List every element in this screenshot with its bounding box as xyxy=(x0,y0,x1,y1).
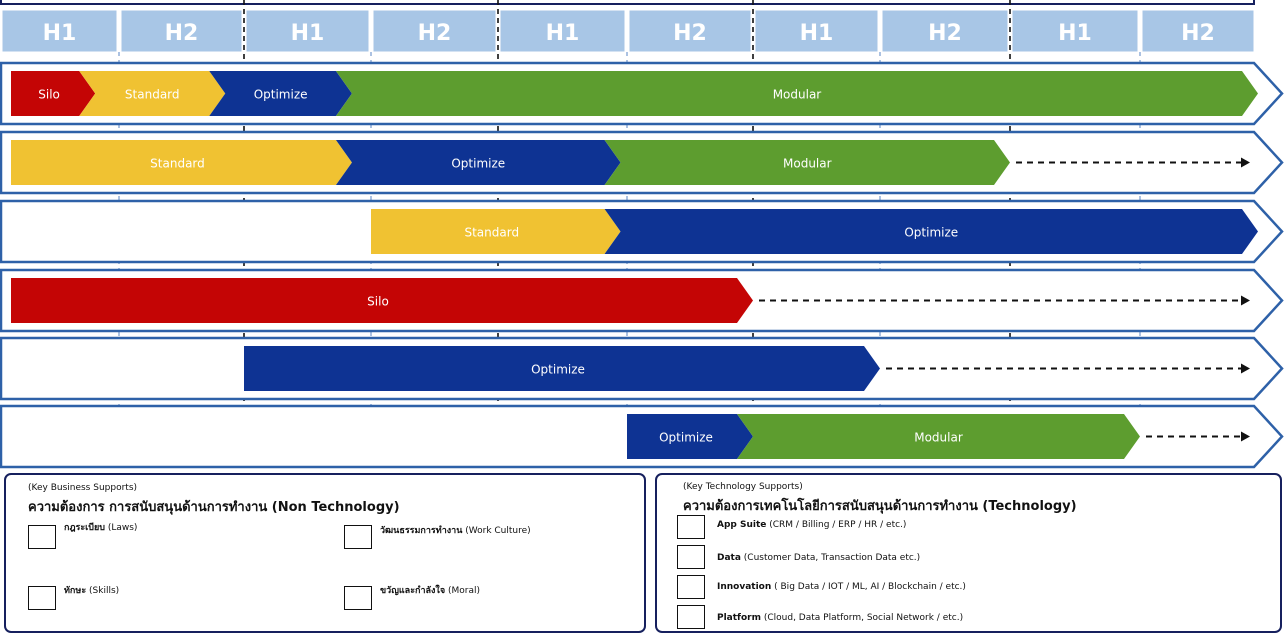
roadmap-row-6: Optimize Modular xyxy=(0,404,1284,469)
business-caption: (Key Business Supports) xyxy=(28,483,138,493)
header-cell-9: H1 xyxy=(1011,9,1139,53)
header-cell-label: H1 xyxy=(291,21,325,46)
header-cell-label: H2 xyxy=(1181,21,1215,46)
header-cell-label: H1 xyxy=(546,21,580,46)
timeline-header: H1 H2 H1 H2 H1 H2 H1 H2 H1 H2 xyxy=(1,9,1255,53)
phase-label-optimize: Optimize xyxy=(254,88,308,102)
phase-arrow-standard xyxy=(11,140,352,185)
continuation-arrowhead xyxy=(1241,363,1250,374)
phase-label-standard: Standard xyxy=(464,226,519,240)
phase-arrow-standard xyxy=(79,71,226,116)
header-cell-7: H1 xyxy=(754,9,879,53)
data-checkbox[interactable] xyxy=(677,545,705,569)
phase-label-modular: Modular xyxy=(914,431,963,445)
phase-arrow-silo xyxy=(11,278,753,323)
header-cell-label: H2 xyxy=(165,21,199,46)
header-cell-label: H1 xyxy=(43,21,77,46)
phase-arrow-optimize xyxy=(604,209,1258,254)
roadmap-row-3: Standard Optimize xyxy=(0,199,1284,264)
header-cell-2: H2 xyxy=(120,9,243,53)
top-frame xyxy=(0,0,1255,5)
platform-checkbox[interactable] xyxy=(677,605,705,629)
header-cell-label: H2 xyxy=(673,21,707,46)
phase-label-optimize: Optimize xyxy=(531,363,585,377)
laws-label: กฎระเบียบ (Laws) xyxy=(64,523,138,533)
laws-checkbox[interactable] xyxy=(28,525,56,549)
technology-caption: (Key Technology Supports) xyxy=(683,482,803,492)
header-cell-1: H1 xyxy=(1,9,118,53)
continuation-arrowhead xyxy=(1241,157,1250,168)
phase-arrow-modular xyxy=(335,71,1258,116)
platform-label: Platform (Cloud, Data Platform, Social N… xyxy=(717,613,964,623)
continuation-arrowhead xyxy=(1241,295,1250,306)
phase-label-optimize: Optimize xyxy=(451,157,505,171)
phase-arrow-silo xyxy=(11,71,96,116)
business-supports-panel: (Key Business Supports) ความต้องการ การส… xyxy=(4,473,646,633)
skills-checkbox[interactable] xyxy=(28,586,56,610)
roadmap-row-2: Standard Optimize Modular xyxy=(0,130,1284,195)
technology-supports-panel: (Key Technology Supports) ความต้องการเทค… xyxy=(655,473,1282,633)
header-cell-5: H1 xyxy=(499,9,626,53)
header-cell-label: H2 xyxy=(928,21,962,46)
phase-arrow-optimize xyxy=(209,71,352,116)
business-title: ความต้องการ การสนับสนุนด้านการทำงาน (Non… xyxy=(28,500,400,515)
phase-label-modular: Modular xyxy=(783,157,832,171)
app-suite-label: App Suite (CRM / Billing / ERP / HR / et… xyxy=(717,520,907,530)
phase-arrow-optimize xyxy=(627,414,753,459)
header-cell-6: H2 xyxy=(628,9,752,53)
phase-label-modular: Modular xyxy=(773,88,822,102)
data-label: Data (Customer Data, Transaction Data et… xyxy=(717,553,921,563)
phase-arrow-modular xyxy=(737,414,1140,459)
roadmap-row-5: Optimize xyxy=(0,336,1284,401)
roadmap-row-4: Silo xyxy=(0,268,1284,333)
phase-label-standard: Standard xyxy=(150,157,205,171)
header-cell-label: H2 xyxy=(418,21,452,46)
skills-label: ทักษะ (Skills) xyxy=(64,586,120,596)
phase-arrow-optimize xyxy=(244,346,880,391)
phase-label-silo: Silo xyxy=(38,88,60,102)
header-cell-10: H2 xyxy=(1141,9,1255,53)
header-cell-label: H1 xyxy=(1058,21,1092,46)
technology-title: ความต้องการเทคโนโลยีการสนับสนุนด้านการทำ… xyxy=(683,499,1077,514)
continuation-arrowhead xyxy=(1241,431,1250,442)
moral-checkbox[interactable] xyxy=(344,586,372,610)
work-culture-checkbox[interactable] xyxy=(344,525,372,549)
work-culture-label: วัฒนธรรมการทำงาน (Work Culture) xyxy=(380,526,531,536)
phase-arrow-optimize xyxy=(335,140,621,185)
header-cell-label: H1 xyxy=(800,21,834,46)
header-cell-3: H1 xyxy=(245,9,370,53)
moral-label: ขวัญและกำลังใจ (Moral) xyxy=(380,586,480,596)
header-cell-8: H2 xyxy=(881,9,1009,53)
app-suite-checkbox[interactable] xyxy=(677,515,705,539)
roadmap-row-1: Silo Standard Optimize Modular xyxy=(0,61,1284,126)
phase-arrow-standard xyxy=(371,209,621,254)
innovation-label: Innovation ( Big Data / IOT / ML, AI / B… xyxy=(717,582,966,592)
phase-arrow-modular xyxy=(604,140,1010,185)
innovation-checkbox[interactable] xyxy=(677,575,705,599)
phase-label-optimize: Optimize xyxy=(904,226,958,240)
phase-label-standard: Standard xyxy=(125,88,180,102)
phase-label-optimize: Optimize xyxy=(659,431,713,445)
header-cell-4: H2 xyxy=(372,9,497,53)
phase-label-silo: Silo xyxy=(367,295,389,309)
